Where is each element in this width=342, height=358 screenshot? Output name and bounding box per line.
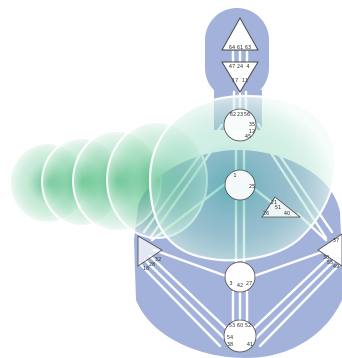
gate-label: 1 — [233, 173, 236, 179]
gate-label: 42 — [237, 283, 243, 289]
g-center: 1 25 — [225, 170, 255, 200]
gate-label: 56 — [244, 112, 250, 118]
root-center: 53 60 52 54 38 41 — [224, 320, 256, 352]
gate-label: 38 — [227, 342, 233, 348]
gate-label: 53 — [229, 323, 235, 329]
gate-label: 64 — [229, 45, 235, 51]
gate-label: 47 — [229, 64, 235, 70]
gate-label: 17 — [232, 78, 238, 84]
gate-label: 18 — [143, 266, 149, 272]
gate-label: 3 — [229, 281, 232, 287]
gate-label: 35 — [249, 122, 255, 128]
gate-label: 40 — [284, 211, 290, 217]
gate-label: 26 — [263, 211, 269, 217]
gate-label: 54 — [227, 335, 233, 341]
gate-label: 51 — [275, 205, 281, 211]
gate-label: 27 — [246, 281, 252, 287]
gate-label: 62 — [230, 112, 236, 118]
gate-label: 63 — [245, 45, 251, 51]
gate-label: 4 — [246, 64, 249, 70]
gate-label: 24 — [237, 64, 243, 70]
gate-label: 37 — [333, 238, 339, 244]
gate-label: 28 — [149, 262, 155, 268]
glow-overlay — [10, 96, 335, 260]
gate-label: 60 — [237, 323, 243, 329]
gate-label: 49 — [333, 264, 339, 270]
gate-label: 11 — [242, 78, 248, 84]
gate-label: 23 — [237, 112, 243, 118]
gate-label: 61 — [237, 45, 243, 51]
gate-label: 32 — [155, 257, 161, 263]
gate-label: 45 — [245, 134, 251, 140]
gate-label: 25 — [249, 184, 255, 190]
gate-label: 52 — [245, 323, 251, 329]
throat-center: 62 23 56 35 12 45 — [224, 109, 256, 141]
sacral-center: 3 42 27 — [225, 262, 255, 292]
gate-label: 41 — [247, 342, 253, 348]
